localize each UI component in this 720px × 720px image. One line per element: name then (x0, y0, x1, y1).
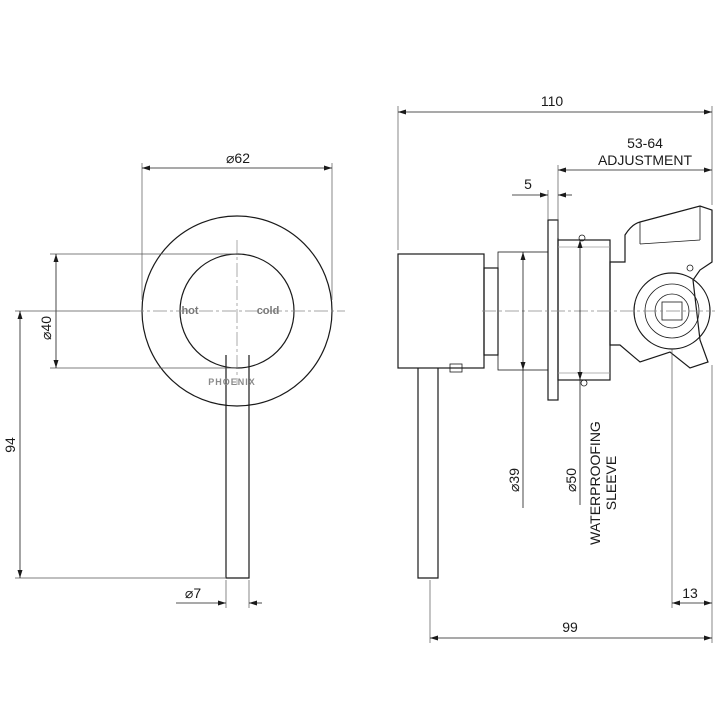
grub-screw (449, 363, 463, 373)
dim-value-50: 50 (563, 468, 579, 484)
dimension-depth-99: 99 (429, 365, 713, 643)
valve-body (609, 205, 713, 369)
dimension-adjustment: 53-64 ADJUSTMENT (557, 135, 712, 238)
dimension-diameter-39: ⌀39 (506, 252, 526, 508)
sleeve-label-line2: SLEEVE (603, 456, 619, 510)
valve-top-port (639, 206, 701, 245)
dim-text-62: ⌀62 (226, 150, 250, 166)
side-view: 110 53-64 ADJUSTMENT 5 ⌀39 (397, 93, 715, 643)
arrowhead (53, 254, 59, 262)
dim-text-7: ⌀7 (185, 585, 201, 601)
dim-value-7: 7 (193, 585, 201, 601)
hot-label: hot (181, 305, 198, 317)
dimension-overall-110: 110 (397, 93, 713, 250)
arrowhead (577, 240, 583, 248)
arrowhead (704, 167, 712, 173)
arrowhead (577, 372, 583, 380)
dimension-diameter-62: ⌀62 (141, 150, 333, 300)
arrowhead (520, 252, 526, 260)
lever-handle (225, 355, 250, 579)
marker-dot (686, 264, 694, 272)
brand-logo: PHOENIX (208, 377, 256, 387)
dim-value-40: 40 (38, 316, 54, 332)
dimension-diameter-50: ⌀50 WATERPROOFING SLEEVE (563, 240, 619, 545)
arrowhead (430, 635, 438, 641)
dimension-offset-5: 5 (512, 176, 572, 220)
arrowhead (398, 109, 406, 115)
arrowhead (324, 165, 332, 171)
cover-plate-flange (547, 219, 559, 401)
arrowhead (558, 167, 566, 173)
arrowhead (704, 109, 712, 115)
dim-value-39: 39 (506, 468, 522, 484)
diameter-symbol: ⌀ (185, 585, 193, 601)
front-view: hot cold PHOENIX ⌀62 ⌀40 (2, 150, 345, 608)
dim-text-99: 99 (562, 619, 578, 635)
arrowhead (540, 192, 548, 198)
diameter-symbol: ⌀ (226, 150, 234, 166)
waterproofing-sleeve (557, 239, 611, 381)
dim-text-40: ⌀40 (38, 316, 54, 340)
diameter-symbol: ⌀ (38, 332, 54, 340)
arrowhead (704, 600, 712, 606)
dimension-offset-13: 13 (671, 349, 712, 608)
arrowhead (17, 570, 23, 578)
arrowhead (142, 165, 150, 171)
marker-dot (578, 234, 586, 242)
dimension-height-94: 94 (2, 310, 225, 579)
dim-text-adjustment-range: 53-64 (627, 135, 663, 151)
arrowhead (53, 360, 59, 368)
dim-text-5: 5 (524, 176, 532, 192)
diameter-symbol: ⌀ (506, 484, 522, 492)
sleeve-label-line1: WATERPROOFING (587, 421, 603, 545)
arrowhead (218, 600, 226, 606)
dim-text-39: ⌀39 (506, 468, 522, 492)
lever-side (417, 368, 439, 579)
arrowhead (520, 362, 526, 370)
dim-text-94: 94 (2, 437, 18, 453)
dim-text-50: ⌀50 (563, 468, 579, 492)
dim-value-62: 62 (234, 150, 250, 166)
diameter-symbol: ⌀ (563, 484, 579, 492)
arrowhead (672, 600, 680, 606)
dim-text-110: 110 (541, 93, 564, 109)
dim-text-13: 13 (682, 585, 698, 601)
arrowhead (17, 311, 23, 319)
handle-neck (483, 267, 499, 356)
dim-text-adjustment-label: ADJUSTMENT (598, 152, 693, 168)
cold-label: cold (257, 305, 280, 317)
marker-dot (580, 379, 588, 387)
arrowhead (704, 635, 712, 641)
arrowhead (249, 600, 257, 606)
dimension-diameter-7: ⌀7 (176, 580, 262, 608)
handle-body (397, 253, 485, 369)
